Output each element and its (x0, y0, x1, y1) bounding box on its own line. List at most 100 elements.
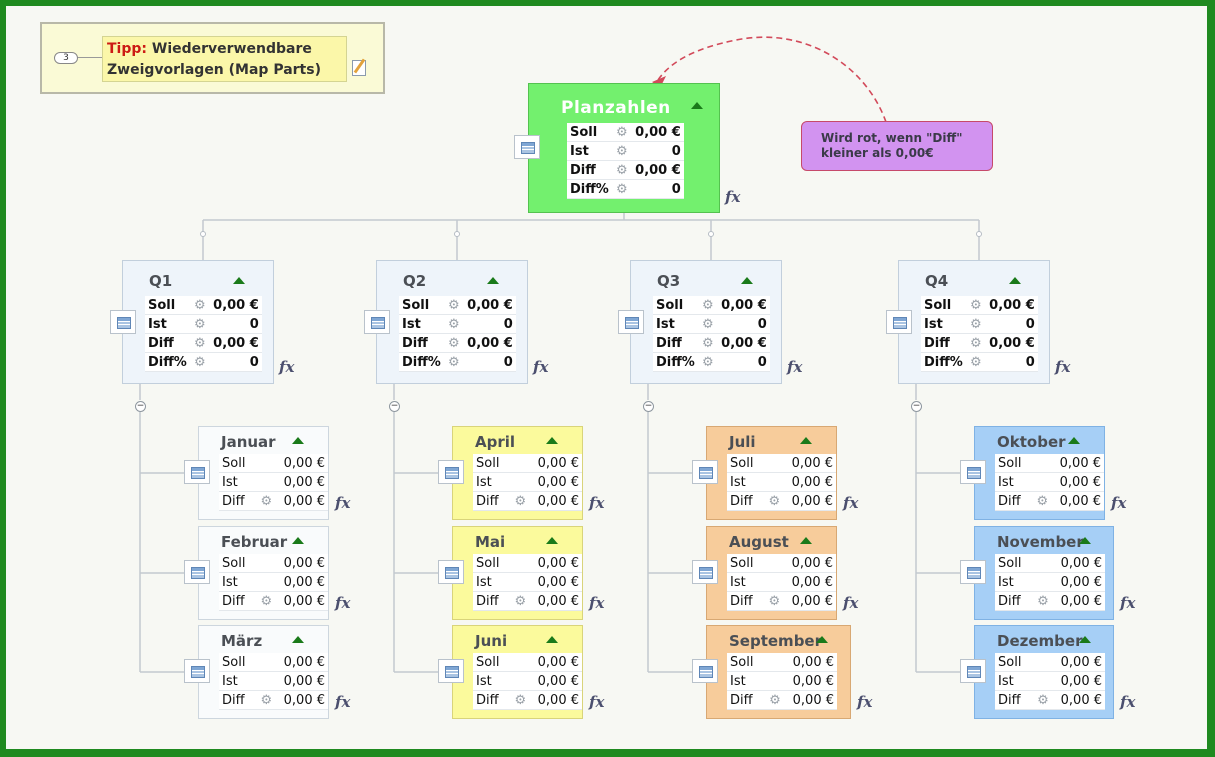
formula-fx-icon[interactable]: fx (335, 494, 351, 512)
gear-icon[interactable]: ⚙ (965, 352, 986, 372)
q1-collapse-button[interactable]: − (135, 401, 146, 412)
collapse-triangle-icon[interactable] (1079, 636, 1091, 643)
gear-icon[interactable]: ⚙ (443, 314, 464, 334)
collapse-triangle-icon[interactable] (292, 537, 304, 544)
notes-icon[interactable] (364, 310, 390, 334)
gear-icon[interactable]: ⚙ (697, 314, 718, 334)
collapse-triangle-icon[interactable] (487, 277, 499, 284)
collapse-triangle-icon[interactable] (800, 437, 812, 444)
gear-icon[interactable]: ⚙ (611, 123, 632, 142)
formula-fx-icon[interactable]: fx (335, 594, 351, 612)
gear-icon[interactable]: ⚙ (510, 591, 531, 611)
gear-icon[interactable]: ⚙ (189, 314, 210, 334)
notes-icon[interactable] (692, 560, 718, 584)
collapse-triangle-icon[interactable] (546, 437, 558, 444)
gear-icon[interactable]: ⚙ (443, 333, 464, 353)
gear-icon[interactable]: ⚙ (256, 591, 277, 611)
notes-icon[interactable] (184, 659, 210, 683)
collapse-triangle-icon[interactable] (800, 537, 812, 544)
gear-icon[interactable]: ⚙ (765, 690, 785, 710)
gear-icon[interactable]: ⚙ (611, 141, 632, 161)
gear-icon[interactable]: ⚙ (256, 690, 277, 710)
collapse-triangle-icon[interactable] (816, 636, 828, 643)
formula-fx-icon[interactable]: fx (589, 594, 605, 612)
notes-icon[interactable] (692, 659, 718, 683)
gear-icon[interactable]: ⚙ (443, 296, 464, 315)
notes-icon[interactable] (110, 310, 136, 334)
collapse-triangle-icon[interactable] (292, 437, 304, 444)
gear-icon[interactable]: ⚙ (697, 333, 718, 353)
collapse-triangle-icon[interactable] (741, 277, 753, 284)
notes-icon[interactable] (184, 460, 210, 484)
formula-fx-icon[interactable]: fx (533, 358, 549, 376)
gear-icon[interactable]: ⚙ (764, 491, 785, 511)
gear-icon[interactable]: ⚙ (1032, 491, 1053, 511)
notes-icon[interactable] (184, 560, 210, 584)
gear-icon[interactable]: ⚙ (189, 296, 210, 315)
notes-icon[interactable] (438, 560, 464, 584)
gear-icon[interactable]: ⚙ (611, 179, 632, 199)
collapse-triangle-icon[interactable] (546, 537, 558, 544)
mind-map-canvas[interactable]: 3 Tipp: Wiederverwendbare Zweigvorlagen … (6, 6, 1207, 749)
tip-topic[interactable]: Tipp: Wiederverwendbare Zweigvorlagen (M… (102, 36, 347, 82)
collapse-triangle-icon[interactable] (1079, 537, 1091, 544)
gear-icon[interactable]: ⚙ (1033, 690, 1053, 710)
tip-count-badge[interactable]: 3 (54, 52, 78, 64)
notes-icon[interactable] (960, 460, 986, 484)
formula-fx-icon[interactable]: fx (589, 693, 605, 711)
q4-collapse-button[interactable]: − (911, 401, 922, 412)
notes-icon[interactable] (960, 560, 986, 584)
edit-note-icon[interactable] (352, 60, 366, 76)
gear-icon[interactable]: ⚙ (611, 160, 632, 180)
callout-note[interactable]: Wird rot, wenn "Diff" kleiner als 0,00€ (801, 121, 993, 171)
notes-icon[interactable] (692, 460, 718, 484)
gear-icon[interactable]: ⚙ (189, 333, 210, 353)
gear-icon[interactable]: ⚙ (510, 491, 531, 511)
collapse-triangle-icon[interactable] (691, 102, 703, 109)
formula-fx-icon[interactable]: fx (843, 594, 859, 612)
notes-icon[interactable] (960, 659, 986, 683)
formula-fx-icon[interactable]: fx (1120, 594, 1136, 612)
collapse-triangle-icon[interactable] (233, 277, 245, 284)
gear-icon[interactable]: ⚙ (1033, 591, 1053, 611)
gear-icon[interactable]: ⚙ (965, 314, 986, 334)
gear-icon[interactable]: ⚙ (510, 690, 531, 710)
notes-icon[interactable] (618, 310, 644, 334)
gear-icon[interactable]: ⚙ (764, 591, 785, 611)
notes-icon[interactable] (438, 659, 464, 683)
formula-fx-icon[interactable]: fx (279, 358, 295, 376)
gear-icon[interactable]: ⚙ (965, 333, 986, 353)
collapse-triangle-icon[interactable] (292, 636, 304, 643)
formula-fx-icon[interactable]: fx (843, 494, 859, 512)
formula-fx-icon[interactable]: fx (1120, 693, 1136, 711)
collapse-triangle-icon[interactable] (1068, 437, 1080, 444)
gear-icon[interactable]: ⚙ (189, 352, 210, 372)
formula-fx-icon[interactable]: fx (1111, 494, 1127, 512)
q3-collapse-button[interactable]: − (643, 401, 654, 412)
formula-fx-icon[interactable]: fx (725, 188, 741, 206)
q2-collapse-button[interactable]: − (389, 401, 400, 412)
tip-box[interactable]: 3 Tipp: Wiederverwendbare Zweigvorlagen … (40, 22, 385, 94)
formula-fx-icon[interactable]: fx (589, 494, 605, 512)
gear-icon[interactable]: ⚙ (697, 352, 718, 372)
notes-icon[interactable] (514, 135, 540, 159)
gear-icon[interactable]: ⚙ (965, 296, 986, 315)
gear-icon[interactable]: ⚙ (256, 491, 277, 511)
gear-icon[interactable]: ⚙ (443, 352, 464, 372)
formula-fx-icon[interactable]: fx (787, 358, 803, 376)
